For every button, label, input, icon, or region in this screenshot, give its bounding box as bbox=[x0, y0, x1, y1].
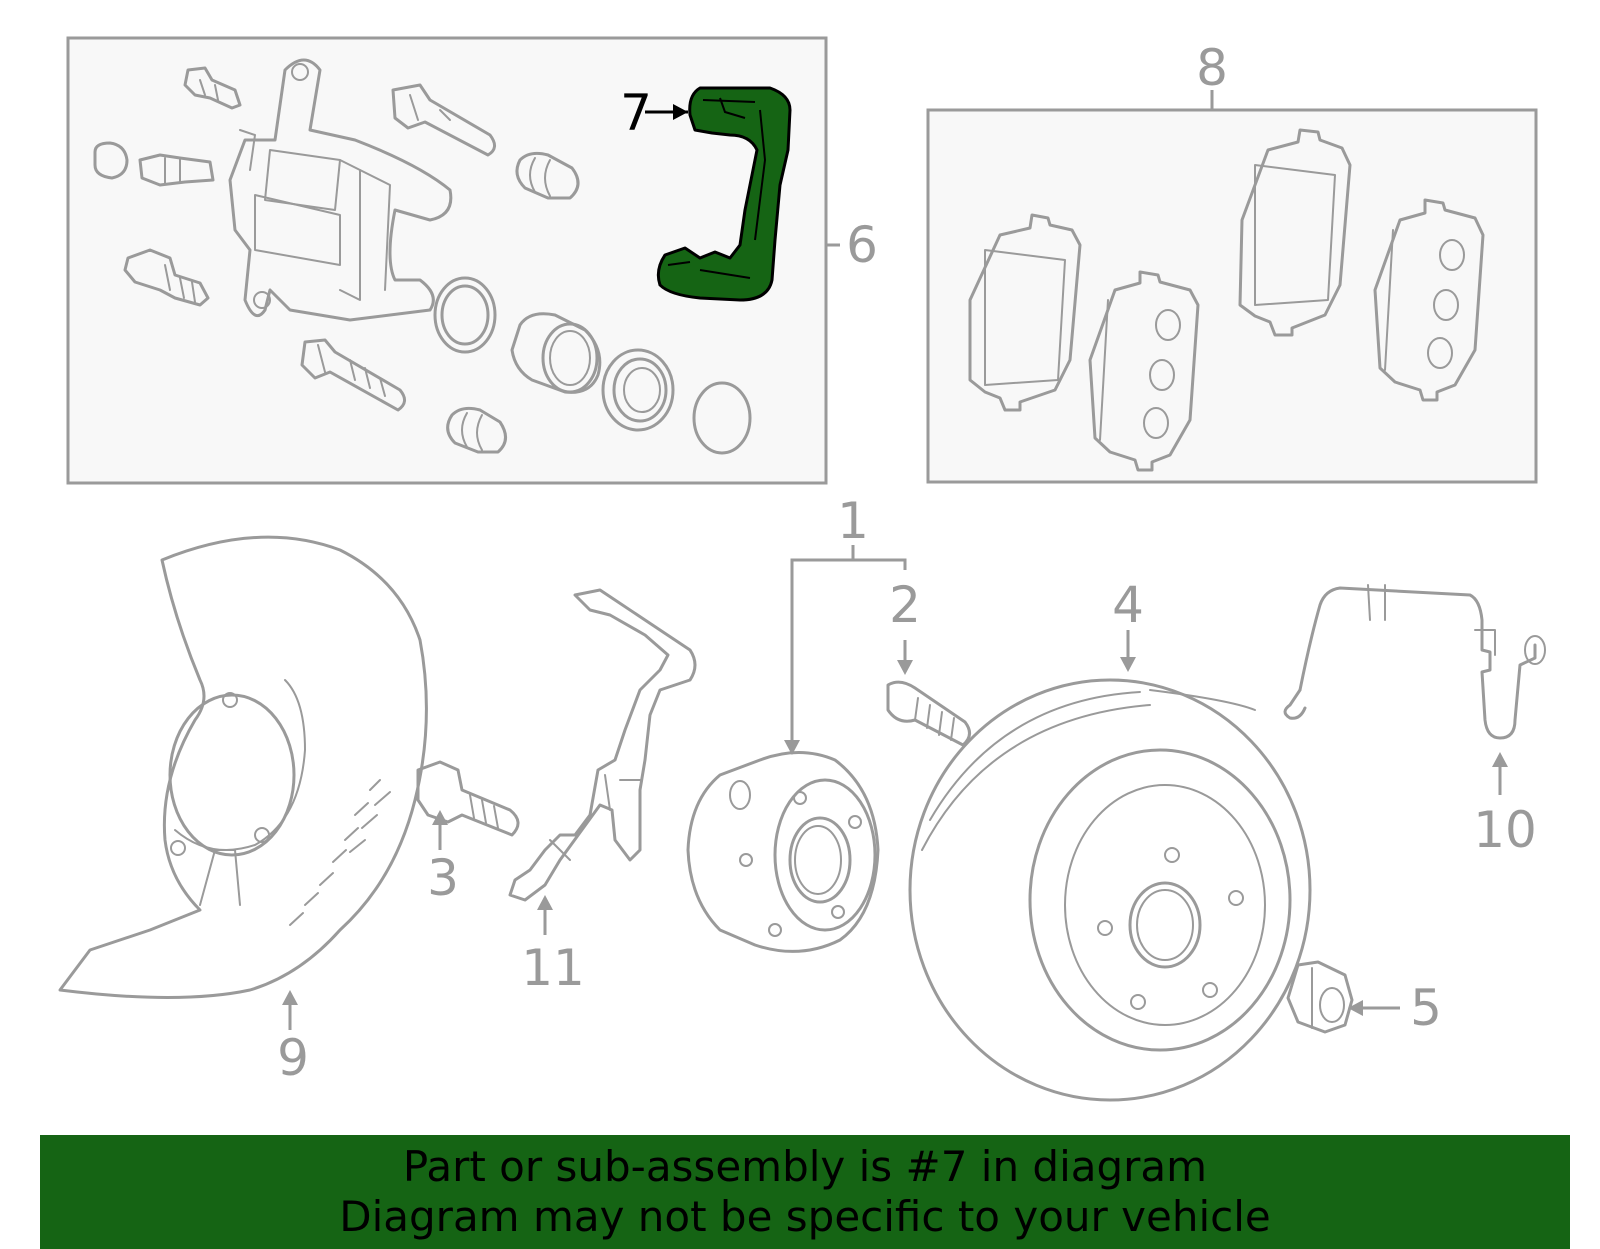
wheel-stud bbox=[886, 640, 971, 747]
bleeder-screw bbox=[183, 66, 242, 110]
piston bbox=[510, 312, 602, 394]
callout-9: 9 bbox=[277, 1029, 309, 1087]
guide-pin-lower bbox=[300, 338, 406, 412]
callout-2: 2 bbox=[889, 576, 921, 634]
guide-pin-upper bbox=[391, 83, 496, 157]
hub-assembly bbox=[686, 751, 880, 953]
callout-3: 3 bbox=[427, 849, 459, 907]
caliper-assembly-box bbox=[66, 36, 840, 485]
callout-1: 1 bbox=[837, 492, 869, 550]
brake-rotor bbox=[908, 630, 1312, 1102]
leader-1 bbox=[784, 545, 907, 755]
callout-5: 5 bbox=[1410, 979, 1442, 1037]
callout-4: 4 bbox=[1112, 576, 1144, 634]
abs-sensor bbox=[508, 588, 697, 935]
pin-boot-upper bbox=[515, 151, 580, 200]
pin-boot-lower bbox=[446, 406, 507, 454]
piston-seal bbox=[433, 276, 497, 354]
caliper-body bbox=[228, 58, 453, 322]
brake-hose bbox=[1283, 584, 1546, 795]
pads-box bbox=[926, 90, 1538, 484]
dust-shield bbox=[58, 535, 428, 1030]
callout-10: 10 bbox=[1473, 801, 1537, 859]
brake-pad-1 bbox=[968, 213, 1082, 412]
banner-line-disclaimer: Diagram may not be specific to your vehi… bbox=[339, 1192, 1271, 1241]
brake-pad-4 bbox=[1373, 198, 1485, 402]
brake-pad-3 bbox=[1238, 128, 1352, 337]
notice-banner: Part or sub-assembly is #7 in diagram Di… bbox=[40, 1135, 1570, 1249]
callout-6: 6 bbox=[846, 216, 878, 274]
bleeder-plug bbox=[138, 153, 215, 187]
callout-11: 11 bbox=[521, 939, 585, 997]
hub-nut bbox=[1286, 960, 1400, 1034]
callout-8: 8 bbox=[1196, 39, 1228, 97]
callout-7: 7 bbox=[620, 84, 652, 142]
arrow-7 bbox=[645, 104, 688, 120]
caliper-bracket-highlighted bbox=[656, 86, 792, 302]
o-ring bbox=[692, 381, 752, 455]
caliper-bolt-lower-left bbox=[123, 248, 210, 307]
banner-line-part: Part or sub-assembly is #7 in diagram bbox=[402, 1142, 1208, 1191]
bolt-3 bbox=[416, 760, 520, 850]
brake-pad-2 bbox=[1088, 270, 1200, 472]
cap bbox=[93, 141, 129, 180]
dust-boot bbox=[601, 348, 675, 432]
